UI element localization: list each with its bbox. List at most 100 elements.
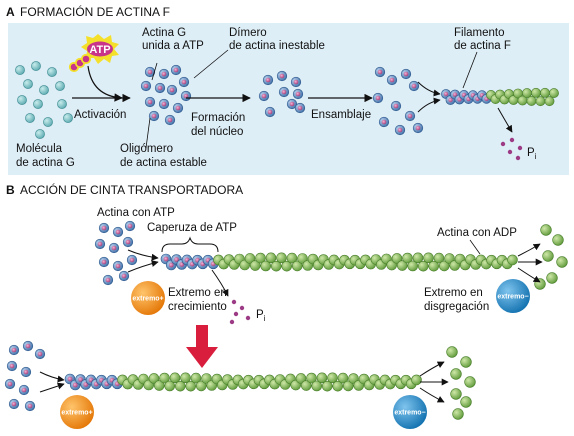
lower-out-arrow-1 [419,361,445,377]
label-dimer-2: de actina inestable [229,40,325,52]
atp-cap-brace [161,236,219,253]
atp-actin-monomer [294,102,306,114]
label-nucleation-1: Formación [191,112,245,124]
atp-badge-label: ATP [89,44,110,56]
adp-actin-monomer [195,380,207,392]
atp-actin-monomer [108,242,120,254]
adp-actin-monomer [300,380,312,391]
treadmill-filament-lower [64,372,422,392]
label-assembly: Ensamblaje [311,109,371,121]
adp-actin-monomer [396,260,408,271]
atp-actin-monomer [372,92,384,104]
g-actin-monomer [15,65,25,75]
adp-actin-monomer [180,372,191,384]
adp-actin-monomer [433,252,445,264]
adp-actin-monomer [438,260,450,272]
atp-actin-monomer [140,80,152,92]
g-actin-monomer [47,67,57,77]
label-atp-cap: Caperuza de ATP [147,222,237,234]
g-actin-monomer [39,85,49,95]
atp-actin-monomer [178,76,190,88]
atp-actin-monomer [22,340,34,352]
adp-actin-monomer [311,380,323,392]
atp-actin-monomer [386,74,398,86]
label-g-actin-atp-2: unida a ATP [142,40,204,52]
label-filament-1: Filamento [454,27,505,39]
adp-actin-monomer [464,376,476,388]
atp-actin-monomer [154,82,166,94]
atp-actin-monomer [8,398,20,410]
adp-actin-monomer [174,380,186,392]
g-actin-monomer [35,129,45,139]
adp-actin-monomer [342,380,354,392]
pi-dot [239,305,245,311]
label-atp-actin: Actina con ATP [97,207,175,219]
treadmill-filament-upper [160,252,518,272]
pi-release-arrow-b [211,269,229,297]
label-shrinking-end-1: Extremo en [424,287,483,299]
adp-actin-monomer [164,380,176,392]
leader-oligomer [145,117,151,149]
adp-actin-monomer [276,252,287,264]
g-actin-monomers [15,61,73,139]
minus-end-badge-icon: extremo− [393,395,427,429]
g-actin-monomer [25,113,35,123]
incoming-atp-actin-lower [4,340,46,412]
adp-actin-monomer [452,408,464,420]
atp-actin-monomer [69,379,81,391]
adp-actin-monomer [417,260,429,272]
adp-actin-monomer [535,96,546,107]
adp-actin-monomer [169,372,181,384]
minus-end-label-upper: extremo− [497,294,528,301]
adp-actin-monomer [460,396,472,408]
atp-actin-monomer [164,114,176,126]
adp-actin-monomer [402,252,413,264]
label-shrinking-end-2: disgregación [424,301,489,313]
atp-actin-monomer [118,270,130,282]
adp-actin-monomer [148,373,160,384]
adp-actin-monomer [332,380,344,392]
atp-actin-monomer [144,66,156,78]
atp-actin-monomer [126,254,138,266]
adp-actin-monomer [327,372,338,384]
g-actin-monomer [31,61,41,71]
g-actin-monomer [17,95,27,105]
atp-actin-monomer [24,400,36,412]
section-b: B ACCIÓN DE CINTA TRANSPORTADORA Actina … [4,182,568,429]
atp-actin-monomer [122,236,134,248]
atp-actin-monomer [292,88,304,100]
atp-actin-monomer [4,378,16,390]
leader-filament [462,51,478,89]
atp-actin-monomer [394,124,406,136]
leader-dimer [193,49,229,79]
pi-dot [507,149,513,155]
label-oligomer-1: Oligómero [120,143,173,155]
atp-actin-monomer [404,110,416,122]
adp-actin-monomer [423,252,434,264]
adp-actin-monomer [153,380,165,391]
adp-actin-monomer [552,234,564,246]
atp-actin-monomer [412,122,424,134]
atp-actin-monomer [170,64,182,76]
atp-bead [80,53,92,65]
adp-actin-monomer [260,260,272,272]
adp-actin-monomer [546,272,558,284]
upper-in-arrow-bottom [127,260,159,273]
atp-actin-monomer [276,70,288,82]
adp-actin-monomer [337,372,349,384]
atp-actin-monomer [390,100,402,112]
label-nucleation-2: del núcleo [191,126,243,138]
atp-actin-monomer [166,84,178,96]
label-growing-end-2: crecimiento [168,301,227,313]
atp-actin-monomer [144,96,156,108]
plus-end-badge-icon: extremo+ [131,281,165,315]
g-actin-monomer [23,79,33,89]
adp-actin-monomer [295,373,307,384]
pi-dot [515,155,521,161]
atp-actin-monomer [172,102,184,114]
adp-actin-monomer [407,260,419,272]
section-a: A FORMACIÓN DE ACTINA F ATP [6,4,569,175]
atp-actin-monomer [18,384,30,396]
